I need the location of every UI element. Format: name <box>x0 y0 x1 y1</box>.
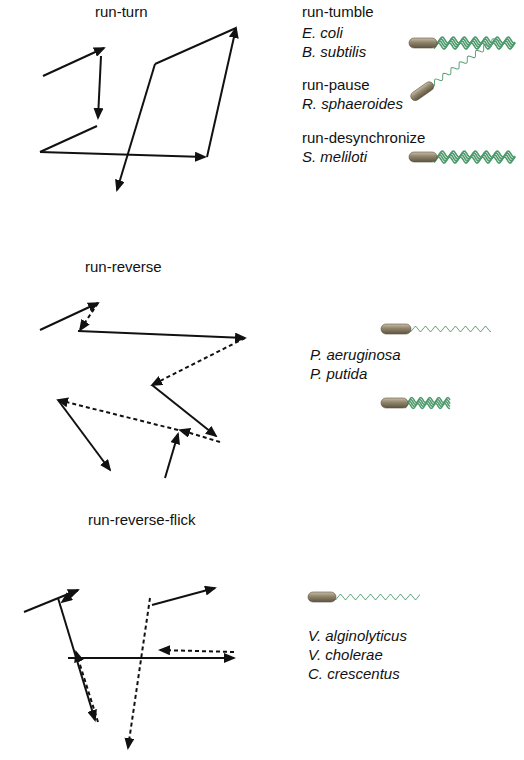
flagellum <box>434 43 515 49</box>
bacterium <box>308 592 420 602</box>
reverse-path <box>128 598 150 748</box>
bacterium <box>381 324 491 334</box>
reverse-path <box>152 338 245 385</box>
run-path <box>24 590 78 612</box>
mode-name: run-pause <box>302 76 370 94</box>
bacterium <box>381 398 450 409</box>
species-name: E. coli <box>302 24 343 42</box>
run-path <box>40 126 97 152</box>
cell-body <box>409 80 435 102</box>
bacterium <box>409 34 501 102</box>
run-path <box>58 400 110 470</box>
panel-title: run-reverse-flick <box>88 511 196 529</box>
species-name: P. aeruginosa <box>310 346 401 364</box>
species-name: R. sphaeroides <box>302 95 403 113</box>
flagellum <box>408 327 491 332</box>
flagellum <box>405 404 450 409</box>
cell-body <box>409 152 437 162</box>
bacterium <box>409 37 515 49</box>
reverse-path <box>80 303 98 330</box>
run-path <box>152 588 215 605</box>
reverse-path <box>160 650 234 652</box>
cell-body <box>381 398 408 408</box>
panel-title: run-turn <box>95 3 148 21</box>
species-name: V. cholerae <box>308 646 383 664</box>
cell-body <box>409 38 437 48</box>
species-name: P. putida <box>310 365 367 383</box>
bacterium <box>409 151 515 163</box>
reverse-path <box>180 430 220 442</box>
run-path <box>68 657 234 659</box>
flagellum <box>333 595 420 600</box>
run-path <box>152 385 216 436</box>
flagellum <box>434 157 515 163</box>
cell-body <box>308 592 336 602</box>
cell-body <box>381 324 411 334</box>
mode-name: run-desynchronize <box>302 129 425 147</box>
run-path <box>207 28 236 157</box>
reverse-path <box>76 652 98 722</box>
panel-title: run-reverse <box>85 258 162 276</box>
bacteria-group <box>308 34 515 602</box>
species-name: C. crescentus <box>308 665 400 683</box>
run-path <box>40 152 205 157</box>
run-path <box>40 303 98 330</box>
species-name: S. meliloti <box>302 148 367 166</box>
run-path <box>78 331 245 338</box>
run-path <box>43 48 104 76</box>
flagellum <box>429 36 500 88</box>
trajectory-group <box>24 28 245 748</box>
run-path <box>165 434 178 478</box>
run-path <box>117 64 155 190</box>
reverse-path <box>62 590 78 602</box>
run-path <box>155 28 236 64</box>
species-name: B. subtilis <box>302 43 366 61</box>
species-name: V. alginolyticus <box>308 627 407 645</box>
run-path <box>98 56 101 118</box>
mode-name: run-tumble <box>302 3 374 21</box>
